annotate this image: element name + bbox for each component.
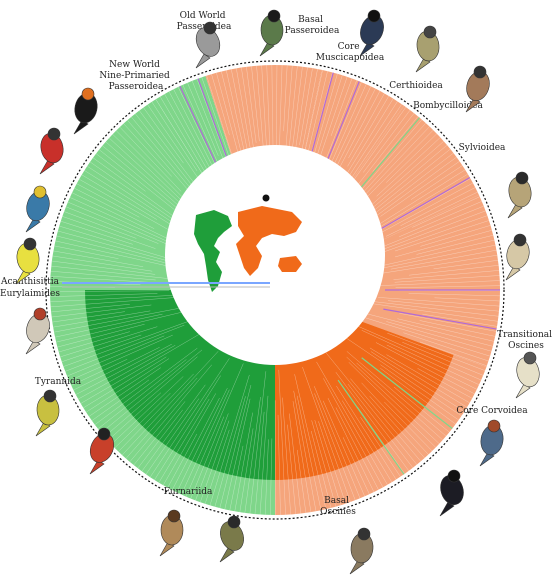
- label-furnariida: Furnariida: [164, 487, 213, 497]
- bird-icon: [437, 470, 467, 516]
- label-sylvioidea: Sylvioidea: [459, 143, 506, 153]
- inner-tree: [165, 145, 385, 365]
- label-core-muscicapoidea: Core Muscicapoidea: [316, 42, 385, 63]
- label-tyrannida: Tyrannida: [35, 377, 82, 387]
- label-certhioidea: Certhioidea: [389, 81, 443, 91]
- bird-icon: [514, 352, 543, 398]
- tree-core: [165, 145, 385, 365]
- bird-icon: [36, 390, 60, 436]
- bird-icon: [350, 528, 375, 574]
- bird-icon: [72, 88, 100, 134]
- bird-icon: [260, 10, 284, 56]
- label-core-corvoidea: Core Corvoidea: [456, 406, 528, 416]
- bird-icon: [216, 516, 248, 562]
- label-acanthisittia: Acanthisittia: [0, 277, 60, 287]
- bird-icon: [160, 510, 183, 556]
- label-eurylaimides: Eurylaimides: [0, 289, 60, 299]
- bird-icon: [23, 186, 52, 232]
- bird-icon: [507, 172, 534, 218]
- bird-icon: [415, 26, 440, 72]
- bird-icon: [38, 128, 65, 174]
- bird-icon: [504, 234, 532, 280]
- label-basal-passeroidea: Basal Passeroidea: [285, 15, 340, 36]
- label-basal-oscines: Basal Oscines: [320, 496, 356, 517]
- label-new-world-nine-primaried: New World Nine-Primaried Passeroidea: [99, 60, 172, 92]
- label-transitional-oscines: Transitional Oscines: [497, 330, 555, 351]
- bird-icon: [23, 308, 54, 354]
- root-dot: [263, 195, 270, 202]
- bird-icon: [479, 420, 505, 466]
